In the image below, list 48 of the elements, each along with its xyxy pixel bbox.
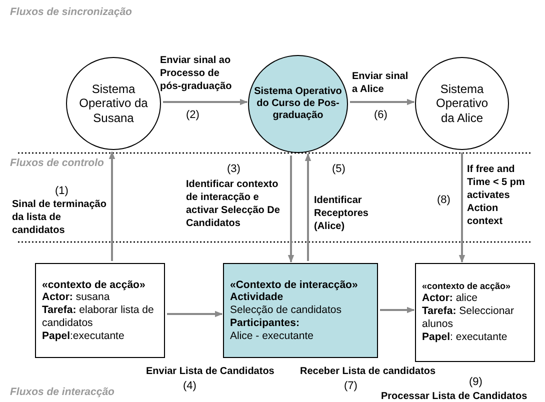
step-number: (6) [374, 108, 388, 122]
context-text: Participantes: [230, 316, 300, 330]
step-number: (7) [344, 379, 358, 394]
context-text: Actividade [230, 291, 284, 304]
step-number: (5) [332, 162, 346, 176]
section-heading: Fluxos de controlo [10, 157, 104, 171]
edge-label: If free and Time < 5 pm activates Action context [467, 163, 526, 228]
stereotype-heading: «contexto de acção» [422, 281, 512, 292]
stereotype-heading: «Contexto de interacção» [230, 278, 359, 292]
edge-label: Identificar contexto de interacção e activar Selecção De Candidatos [186, 178, 281, 230]
edge-label: Sinal de terminação da lista de candidatos [12, 198, 108, 237]
context-text: Papel:executante [42, 330, 126, 342]
process-label: Receber Lista de candidatos [300, 365, 436, 378]
context-text: Tarefa: elaborar lista de candidatos [42, 304, 155, 330]
context-text: Papel: executante [422, 330, 508, 344]
context-box [415, 263, 535, 362]
system-name: Sistema Operativo da Alice [434, 82, 490, 126]
arrow [108, 151, 116, 261]
arrow [350, 98, 415, 106]
context-text: Selecção de candidatos [230, 304, 342, 317]
arrow [167, 310, 223, 318]
context-text: Tarefa: Seleccionar alunos [422, 305, 516, 331]
context-box [35, 263, 165, 358]
context-box [223, 263, 378, 358]
context-text: Actor: alice [422, 292, 478, 306]
edge-label: Enviar sinal ao Processo de pós-graduação [160, 54, 233, 93]
step-number: (1) [55, 184, 68, 198]
context-text: Actor: susana [42, 291, 111, 304]
context-text: Alice - executante [230, 330, 314, 342]
process-label: Enviar Lista de Candidatos [146, 365, 274, 378]
process-label: Processar Lista de Candidatos [381, 390, 528, 402]
edge-label: Enviar sinal a Alice [352, 70, 410, 96]
arrow [162, 98, 248, 106]
step-number: (3) [227, 162, 240, 176]
section-heading: Fluxos de sincronização [10, 6, 132, 20]
arrow [304, 153, 312, 261]
edge-label: Identificar Receptores (Alice) [314, 194, 370, 233]
arrow [458, 152, 466, 263]
arrow [288, 156, 294, 263]
step-number: (4) [183, 379, 196, 394]
system-name: Sistema Operativo da Susana [78, 82, 149, 126]
arrow [380, 306, 415, 314]
section-heading: Fluxos de interacção [10, 386, 114, 400]
stereotype-heading: «contexto de acção» [42, 278, 146, 292]
step-number: (2) [186, 108, 200, 122]
system-name: Sistema Operativo do Curso de Pos-graduação [253, 86, 343, 122]
step-number: (8) [437, 193, 450, 208]
step-number: (9) [469, 375, 482, 390]
